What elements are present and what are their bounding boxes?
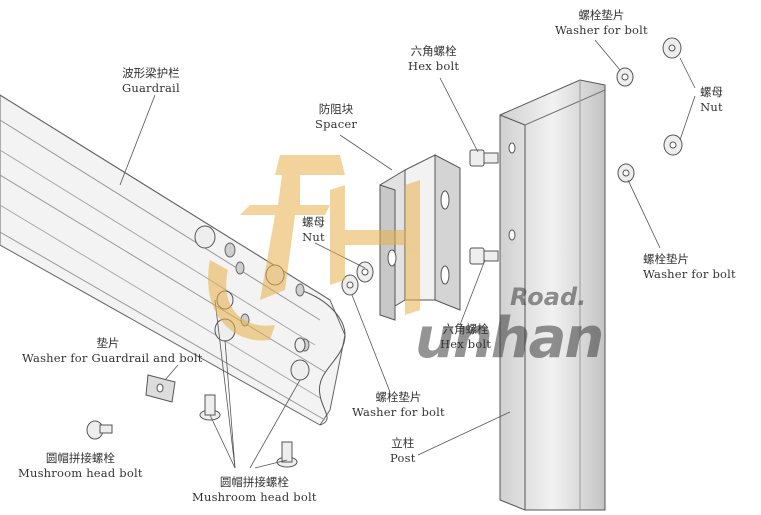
nut-right-top	[662, 37, 682, 59]
label-hex-bolt-mid-en: Hex bolt	[440, 337, 492, 351]
label-mushroom-left: 圆帽拼接螺栓 Mushroom head bolt	[18, 451, 143, 481]
label-washer-guardrail: 垫片 Washer for Guardrail and bolt	[22, 336, 203, 366]
label-post-en: Post	[390, 451, 416, 465]
label-spacer-zh: 防阻块	[318, 102, 354, 116]
guardrail-washer	[145, 374, 176, 403]
watermark-brand: unhan	[415, 306, 604, 371]
label-hex-bolt-mid-zh: 六角螺栓	[442, 322, 489, 336]
label-washer-top-en: Washer for bolt	[555, 23, 648, 37]
label-post-zh: 立柱	[391, 436, 415, 450]
label-mushroom-left-en: Mushroom head bolt	[18, 466, 143, 480]
mushroom-bolt-bottom-2	[276, 441, 298, 468]
label-nut-right-zh: 螺母	[700, 85, 723, 99]
label-spacer-en: Spacer	[315, 117, 358, 131]
label-mushroom-bottom: 圆帽拼接螺栓 Mushroom head bolt	[192, 475, 317, 505]
brand-watermark	[208, 155, 420, 341]
label-hex-bolt-top-zh: 六角螺栓	[410, 44, 457, 58]
label-guardrail: 波形梁护栏 Guardrail	[122, 66, 180, 96]
washer-right	[617, 163, 635, 183]
label-mushroom-bottom-zh: 圆帽拼接螺栓	[219, 475, 289, 489]
label-nut-right-en: Nut	[700, 100, 723, 114]
label-hex-bolt-mid: 六角螺栓 Hex bolt	[440, 322, 491, 352]
label-post: 立柱 Post	[390, 436, 416, 466]
watermark-road: Road.	[510, 283, 587, 311]
label-washer-mid: 螺栓垫片 Washer for bolt	[352, 390, 445, 420]
label-mushroom-bottom-en: Mushroom head bolt	[192, 490, 317, 504]
label-nut-right: 螺母 Nut	[700, 85, 723, 115]
label-guardrail-en: Guardrail	[122, 81, 180, 95]
label-washer-mid-zh: 螺栓垫片	[375, 390, 422, 404]
hex-bolt-mid	[469, 247, 499, 265]
washer-top-right	[616, 67, 634, 87]
label-washer-guardrail-zh: 垫片	[96, 336, 120, 350]
label-nut-mid-en: Nut	[302, 230, 325, 244]
label-washer-mid-en: Washer for bolt	[352, 405, 445, 419]
label-nut-mid-zh: 螺母	[302, 215, 325, 229]
label-guardrail-zh: 波形梁护栏	[122, 66, 180, 80]
label-washer-top: 螺栓垫片 Washer for bolt	[555, 8, 648, 38]
label-washer-right: 螺栓垫片 Washer for bolt	[643, 252, 736, 282]
label-washer-right-zh: 螺栓垫片	[643, 252, 689, 266]
nut-right-bottom	[663, 134, 683, 156]
mushroom-bolt-bottom-1	[199, 394, 221, 421]
label-washer-top-zh: 螺栓垫片	[578, 8, 625, 22]
label-washer-guardrail-en: Washer for Guardrail and bolt	[22, 351, 203, 365]
label-hex-bolt-top: 六角螺栓 Hex bolt	[408, 44, 459, 74]
label-mushroom-left-zh: 圆帽拼接螺栓	[45, 451, 115, 465]
mushroom-bolt-left	[86, 420, 113, 440]
guardrail	[0, 94, 346, 426]
washer-mid	[341, 274, 359, 296]
post	[499, 79, 606, 511]
leader-lines	[119, 39, 696, 469]
hex-bolt-top	[469, 149, 499, 167]
label-nut-mid: 螺母 Nut	[302, 215, 325, 245]
nut-mid	[356, 261, 374, 283]
label-spacer: 防阻块 Spacer	[315, 102, 357, 132]
label-hex-bolt-top-en: Hex bolt	[408, 59, 460, 73]
label-washer-right-en: Washer for bolt	[643, 267, 736, 281]
